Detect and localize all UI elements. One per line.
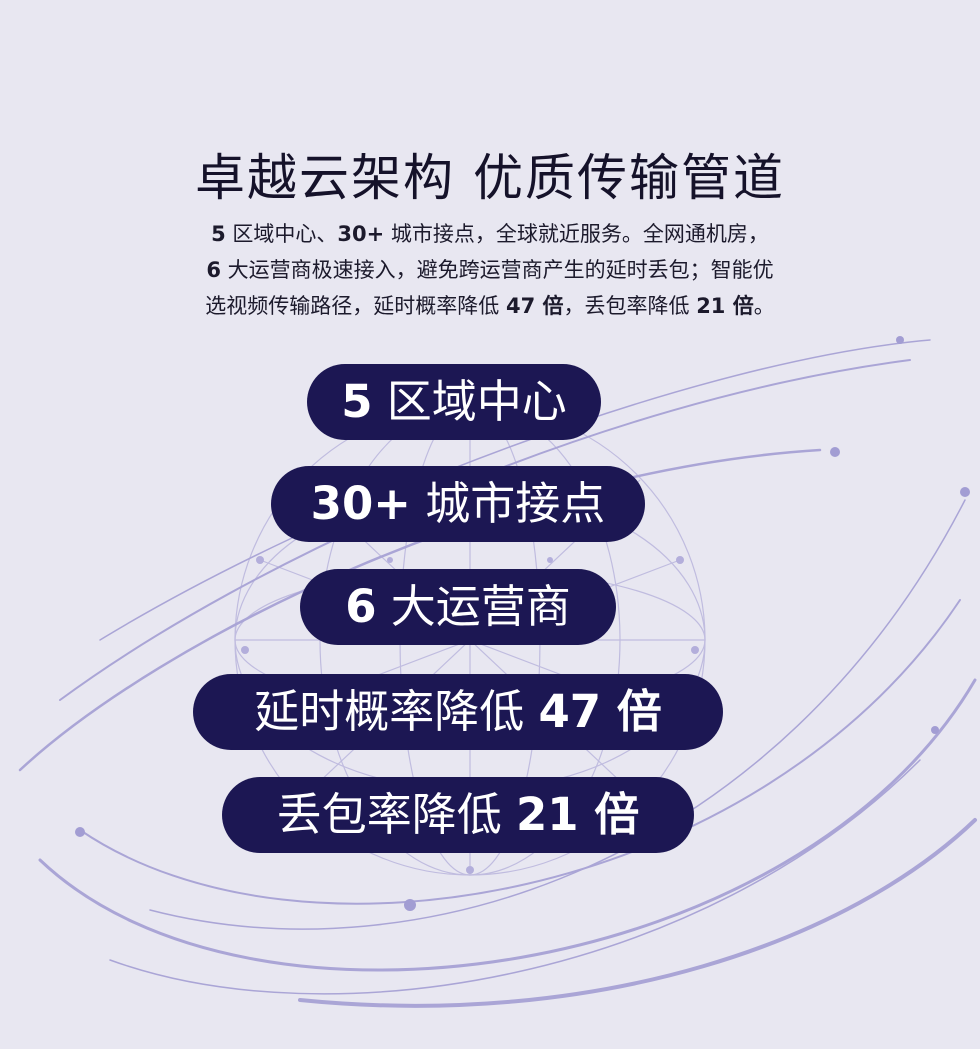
pill-number: 30+ bbox=[310, 477, 411, 530]
pill-text: 城市接点 bbox=[411, 477, 606, 530]
desc-number: 30+ bbox=[337, 222, 385, 246]
pill-text: 区域中心 bbox=[372, 375, 567, 428]
desc-text: 选视频传输路径，延时概率降低 bbox=[205, 294, 506, 318]
highlight-pill-operators: 6 大运营商 bbox=[300, 569, 616, 645]
highlight-pill-regions: 5 区域中心 bbox=[307, 364, 601, 440]
highlight-pill-packet-loss: 丢包率降低 21 倍 bbox=[222, 777, 694, 853]
highlight-pill-latency: 延时概率降低 47 倍 bbox=[193, 674, 723, 750]
pill-text: 丢包率降低 bbox=[276, 788, 516, 841]
desc-text: 区域中心、 bbox=[225, 222, 338, 246]
desc-text: 城市接点，全球就近服务。全网通机房， bbox=[384, 222, 769, 246]
pill-number: 21 倍 bbox=[516, 788, 640, 841]
desc-number: 21 倍 bbox=[696, 294, 754, 318]
highlight-pill-cities: 30+ 城市接点 bbox=[271, 466, 645, 542]
pill-number: 6 bbox=[345, 580, 377, 633]
desc-number: 47 倍 bbox=[505, 294, 564, 318]
desc-text: ，丢包率降低 bbox=[563, 294, 697, 318]
orbit-dots bbox=[75, 336, 970, 911]
pill-text: 大运营商 bbox=[376, 580, 571, 633]
desc-text: 。 bbox=[753, 294, 775, 318]
pill-number: 47 倍 bbox=[538, 685, 662, 738]
pill-number: 5 bbox=[341, 375, 373, 428]
desc-number: 5 bbox=[211, 222, 226, 246]
pill-text: 延时概率降低 bbox=[254, 685, 539, 738]
service-description: 5 区域中心、30+ 城市接点，全球就近服务。全网通机房， 6 大运营商极速接入，… bbox=[150, 216, 830, 324]
desc-text: 大运营商极速接入，避免跨运营商产生的延时丢包；智能优 bbox=[220, 258, 774, 282]
page-title: 卓越云架构 优质传输管道 bbox=[195, 149, 785, 207]
desc-number: 6 bbox=[206, 258, 221, 282]
